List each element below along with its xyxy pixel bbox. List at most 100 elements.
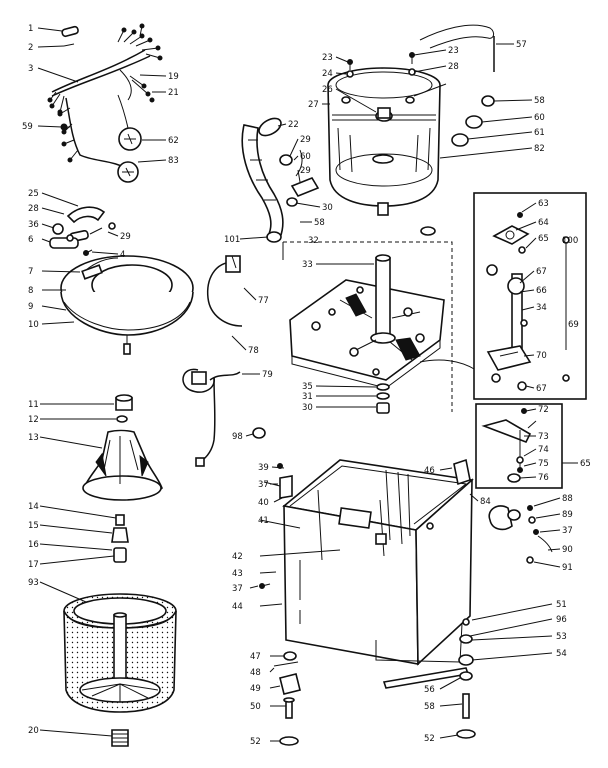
- callout-58b: 58: [314, 218, 325, 228]
- callout-25: 25: [28, 189, 39, 199]
- callout-58a: 58: [534, 96, 545, 106]
- callout-11: 11: [28, 400, 39, 410]
- callout-84: 84: [480, 497, 491, 507]
- callout-41: 41: [258, 516, 269, 526]
- callout-64: 64: [538, 218, 549, 228]
- outer-tub: [327, 52, 441, 216]
- callout-46: 46: [424, 466, 435, 476]
- callout-29c: 29: [300, 166, 311, 176]
- callout-13: 13: [28, 433, 39, 443]
- callout-2: 2: [28, 43, 33, 53]
- callout-59: 59: [22, 122, 33, 132]
- callout-70: 70: [536, 351, 547, 361]
- callout-27: 27: [308, 100, 319, 110]
- callout-57: 57: [516, 40, 527, 50]
- callout-1: 1: [28, 24, 33, 34]
- callout-14: 14: [28, 502, 39, 512]
- callout-66: 66: [536, 286, 547, 296]
- callout-4: 4: [120, 250, 125, 260]
- callout-58c: 58: [424, 702, 435, 712]
- motor-callout-leaders: [515, 202, 537, 389]
- pump-callout-leaders: [533, 497, 561, 568]
- callout-29b: 29: [300, 135, 311, 145]
- callout-77: 77: [258, 296, 269, 306]
- callout-60a: 60: [534, 113, 545, 123]
- callout-48: 48: [250, 668, 261, 678]
- callout-75: 75: [538, 459, 549, 469]
- callout-7: 7: [28, 267, 33, 277]
- transmission-callout-leaders: [315, 263, 377, 408]
- switch-callout-leaders: [519, 408, 578, 479]
- callout-37c: 37: [562, 526, 573, 536]
- callout-23b: 23: [448, 46, 459, 56]
- callout-35: 35: [302, 382, 313, 392]
- transmission-assembly: [282, 241, 477, 414]
- callout-93: 93: [28, 578, 39, 588]
- spin-basket: [63, 593, 177, 747]
- callout-91: 91: [562, 563, 573, 573]
- callout-61: 61: [534, 128, 545, 138]
- callout-67b: 67: [536, 384, 547, 394]
- harness-callout-leaders: [37, 27, 167, 163]
- callout-65b: 65: [580, 459, 591, 469]
- fitting-callout-leaders: [439, 43, 533, 159]
- callout-52b: 52: [424, 734, 435, 744]
- callout-53: 53: [556, 632, 567, 642]
- callout-3: 3: [28, 64, 33, 74]
- callout-36: 36: [28, 220, 39, 230]
- callout-8: 8: [28, 286, 33, 296]
- callout-37a: 37: [258, 480, 269, 490]
- callout-28b: 28: [448, 62, 459, 72]
- misc-small-parts: [245, 427, 293, 499]
- callout-10: 10: [28, 320, 39, 330]
- callout-30a: 30: [322, 203, 333, 213]
- callout-88: 88: [562, 494, 573, 504]
- callout-33: 33: [302, 260, 313, 270]
- callout-47: 47: [250, 652, 261, 662]
- callout-32: 32: [308, 236, 319, 246]
- callout-44: 44: [232, 602, 243, 612]
- callout-100: 100: [562, 236, 578, 246]
- callout-49: 49: [250, 684, 261, 694]
- callout-40: 40: [258, 498, 269, 508]
- callout-6: 6: [28, 235, 33, 245]
- basket-callout-leaders: [39, 581, 113, 737]
- drain-callout-leaders: [239, 123, 321, 240]
- drain-hose: [241, 117, 320, 243]
- callout-69: 69: [568, 320, 579, 330]
- callout-76: 76: [538, 473, 549, 483]
- inlet-callout-leaders: [41, 192, 119, 255]
- callout-19: 19: [168, 72, 179, 82]
- motor-bracket-box: [473, 192, 587, 400]
- callout-96: 96: [556, 615, 567, 625]
- callout-60b: 60: [300, 152, 311, 162]
- callout-28a: 28: [28, 204, 39, 214]
- callout-79: 79: [262, 370, 273, 380]
- wiring-harness: [47, 23, 163, 183]
- callout-31a: 31: [302, 392, 313, 402]
- callout-65: 65: [538, 234, 549, 244]
- callout-52a: 52: [250, 737, 261, 747]
- callout-72: 72: [538, 405, 549, 415]
- cord-callout-leaders: [231, 287, 260, 375]
- callout-54: 54: [556, 649, 567, 659]
- callout-34: 34: [536, 303, 547, 313]
- callout-42: 42: [232, 552, 243, 562]
- leveling-legs: [273, 618, 476, 746]
- leveling-callout-leaders: [269, 603, 553, 742]
- tub-callout-leaders: [322, 49, 447, 113]
- callout-21: 21: [168, 88, 179, 98]
- callout-98: 98: [232, 432, 243, 442]
- callout-29a: 29: [120, 232, 131, 242]
- callout-23a: 23: [322, 53, 333, 63]
- callout-78: 78: [248, 346, 259, 356]
- callout-20: 20: [28, 726, 39, 736]
- callout-62: 62: [168, 136, 179, 146]
- callout-24: 24: [322, 69, 333, 79]
- callout-30b: 30: [302, 403, 313, 413]
- callout-37b: 37: [232, 584, 243, 594]
- callout-16: 16: [28, 540, 39, 550]
- callout-39: 39: [258, 463, 269, 473]
- inlet-hose-assembly: [49, 206, 116, 256]
